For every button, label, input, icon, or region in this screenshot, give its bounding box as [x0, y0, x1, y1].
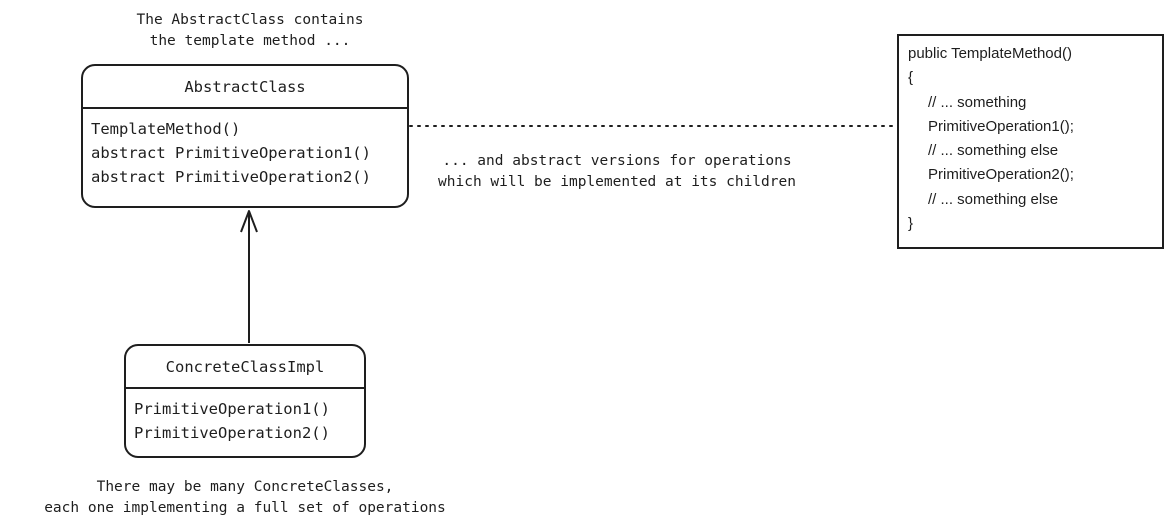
- code-line-call-1: PrimitiveOperation1();: [928, 117, 1074, 135]
- bottom-note-line-1: There may be many ConcreteClasses,: [96, 479, 394, 495]
- operation-abstract-primitive-1: abstract PrimitiveOperation1(): [91, 144, 371, 162]
- concrete-class-operations: PrimitiveOperation1() PrimitiveOperation…: [126, 389, 364, 445]
- operation-abstract-primitive-2: abstract PrimitiveOperation2(): [91, 168, 371, 186]
- operation-primitive-1: PrimitiveOperation1(): [134, 400, 330, 418]
- top-note-line-1: The AbstractClass contains: [136, 12, 364, 28]
- abstract-class-title: AbstractClass: [83, 66, 407, 109]
- code-line-comment-3: // ... something else: [928, 190, 1059, 208]
- code-line-open-brace: {: [908, 69, 914, 87]
- abstract-class-operations: TemplateMethod() abstract PrimitiveOpera…: [83, 109, 407, 189]
- bottom-note: There may be many ConcreteClasses, each …: [5, 477, 485, 519]
- code-line-close-brace: }: [908, 215, 914, 233]
- bottom-note-line-2: each one implementing a full set of oper…: [44, 500, 446, 516]
- code-line-signature: public TemplateMethod(): [908, 45, 1072, 62]
- top-note: The AbstractClass contains the template …: [70, 10, 430, 52]
- code-line-comment-2: // ... something else: [928, 142, 1059, 160]
- operation-primitive-2: PrimitiveOperation2(): [134, 424, 330, 442]
- inheritance-arrow-head: [240, 210, 258, 233]
- middle-note-line-2: which will be implemented at its childre…: [438, 174, 796, 190]
- code-line-call-2: PrimitiveOperation2();: [928, 166, 1074, 184]
- template-method-code-box: public TemplateMethod() { // ... somethi…: [897, 34, 1164, 249]
- middle-note: ... and abstract versions for operations…: [412, 151, 822, 193]
- top-note-line-2: the template method ...: [149, 33, 351, 49]
- concrete-class-title: ConcreteClassImpl: [126, 346, 364, 389]
- code-line-comment-1: // ... something: [928, 93, 1027, 111]
- middle-note-line-1: ... and abstract versions for operations: [442, 153, 792, 169]
- abstract-class-box[interactable]: AbstractClass TemplateMethod() abstract …: [81, 64, 409, 208]
- operation-template-method: TemplateMethod(): [91, 120, 241, 138]
- concrete-class-box[interactable]: ConcreteClassImpl PrimitiveOperation1() …: [124, 344, 366, 458]
